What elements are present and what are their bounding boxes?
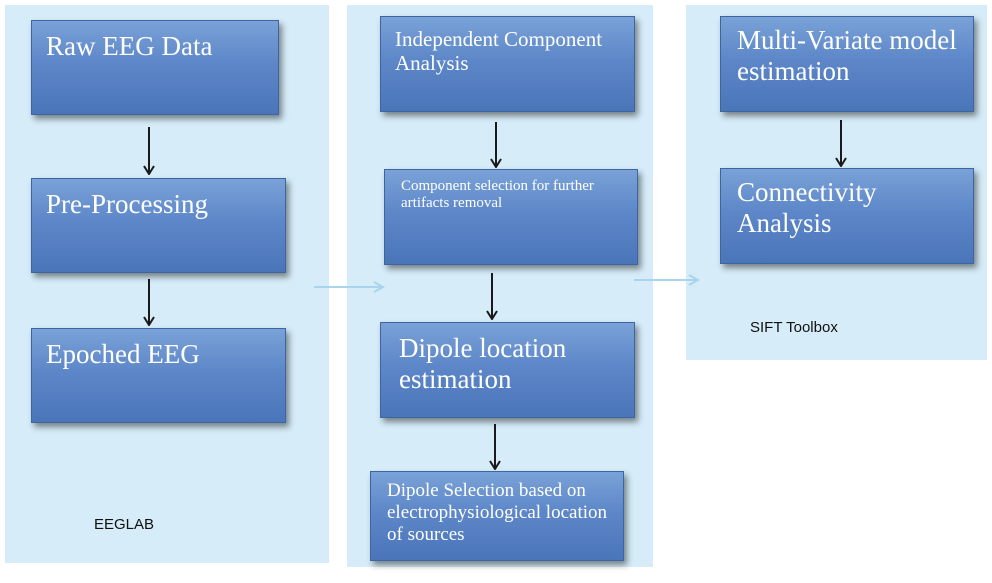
pre-processing-box: Pre-Processing xyxy=(31,178,286,273)
dipole-selection-box: Dipole Selection based on electrophysiol… xyxy=(370,471,624,561)
ica-box: Independent Component Analysis xyxy=(380,16,635,112)
raw-eeg-data-box: Raw EEG Data xyxy=(31,20,279,115)
component-selection-label: Component selection for further artifact… xyxy=(401,178,594,212)
ica-label: Independent Component Analysis xyxy=(395,27,612,76)
epoched-eeg-box: Epoched EEG xyxy=(31,328,286,423)
epoched-eeg-label: Epoched EEG xyxy=(46,339,200,369)
connectivity-analysis-box: Connectivity Analysis xyxy=(720,168,974,264)
mvar-estimation-label: Multi-Variate model estimation xyxy=(737,25,957,87)
dipole-location-box: Dipole location estimation xyxy=(380,322,635,418)
sift-panel-label: SIFT Toolbox xyxy=(750,319,838,336)
component-selection-box: Component selection for further artifact… xyxy=(384,169,638,265)
dipole-location-label: Dipole location estimation xyxy=(399,333,567,395)
dipole-selection-label: Dipole Selection based on electrophysiol… xyxy=(387,480,608,545)
connectivity-analysis-label: Connectivity Analysis xyxy=(737,177,877,239)
raw-eeg-data-label: Raw EEG Data xyxy=(46,31,213,61)
eeglab-panel-label: EEGLAB xyxy=(94,516,155,533)
pre-processing-label: Pre-Processing xyxy=(46,189,208,219)
mvar-estimation-box: Multi-Variate model estimation xyxy=(720,16,974,112)
